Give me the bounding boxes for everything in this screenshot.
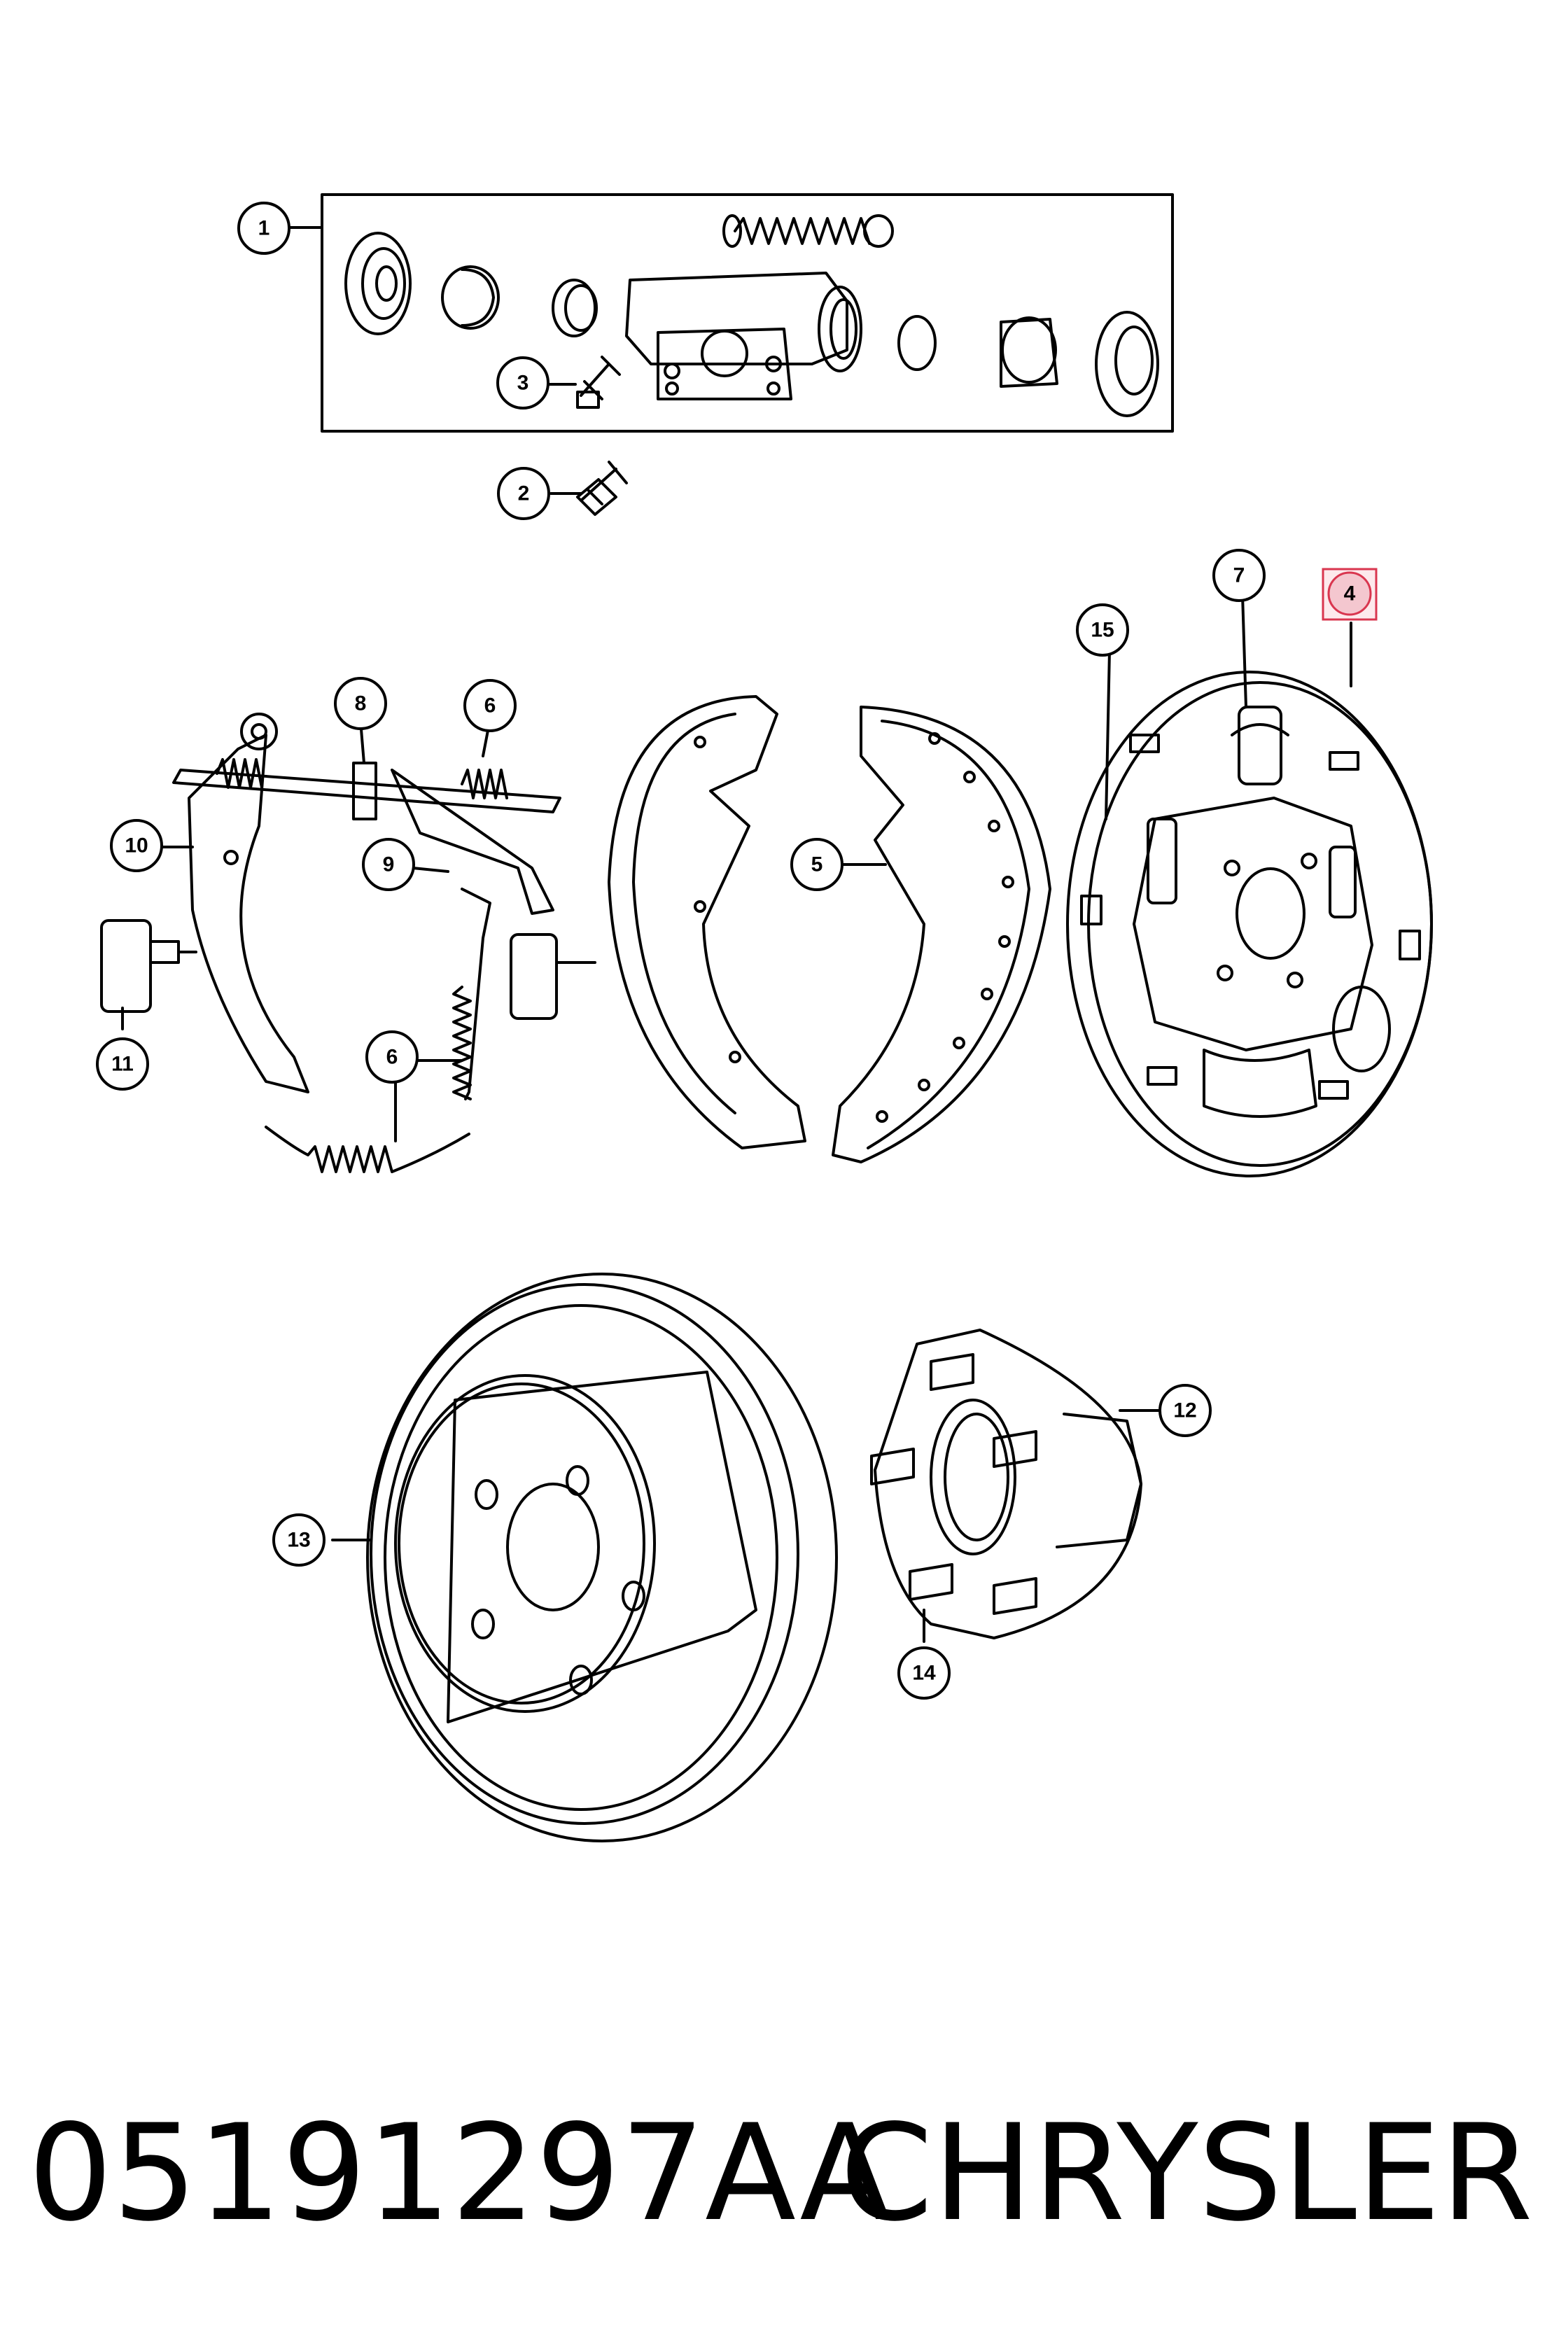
- mounting-bolt: [550, 461, 628, 516]
- callout-13-label: 13: [287, 1529, 310, 1552]
- callout-15-label: 15: [1091, 619, 1114, 642]
- callout-4-highlight: [1322, 568, 1378, 621]
- callout-10-label: 10: [125, 834, 148, 858]
- brand-name: CHRYSLER: [840, 2096, 1533, 2250]
- callout-12-circle: [1158, 1384, 1212, 1437]
- callout-6b-label: 6: [386, 1046, 398, 1069]
- callout-6a-circle: [463, 679, 517, 732]
- backing-plate: [1066, 594, 1433, 1177]
- callout-12-label: 12: [1173, 1399, 1196, 1422]
- callout-2-label: 2: [518, 482, 530, 505]
- hub-and-studs: [870, 1329, 1160, 1643]
- callout-8-circle: [334, 677, 387, 730]
- callout-13-circle: [272, 1513, 326, 1567]
- part-number: 05191297AA: [28, 2096, 890, 2250]
- callout-6b-circle: [365, 1030, 419, 1084]
- wheel-cylinder-kit: [287, 193, 1174, 433]
- callout-14-label: 14: [912, 1662, 936, 1685]
- callout-3-label: 3: [517, 372, 529, 395]
- callout-8-label: 8: [355, 692, 367, 715]
- callout-1-label: 1: [258, 217, 270, 240]
- callout-9-circle: [362, 838, 415, 891]
- callout-7-label: 7: [1233, 564, 1245, 587]
- brake-shoes: [608, 695, 1051, 1163]
- callout-14-circle: [897, 1646, 951, 1700]
- callout-11-circle: [96, 1037, 149, 1091]
- callout-1-circle: [237, 202, 290, 255]
- callout-2-circle: [497, 467, 550, 520]
- callout-4-label: 4: [1344, 582, 1356, 606]
- callout-10-circle: [110, 819, 163, 872]
- callout-11-label: 11: [111, 1053, 134, 1076]
- adjuster-lever-assembly: [100, 713, 596, 1173]
- callout-6a-label: 6: [484, 694, 496, 718]
- brake-drum: [331, 1273, 838, 1842]
- callout-15-circle: [1076, 603, 1129, 657]
- callout-3-circle: [496, 356, 550, 410]
- callout-5-label: 5: [811, 853, 823, 876]
- callout-7-circle: [1212, 549, 1266, 602]
- callout-9-label: 9: [383, 853, 395, 876]
- callout-5-circle: [790, 838, 844, 891]
